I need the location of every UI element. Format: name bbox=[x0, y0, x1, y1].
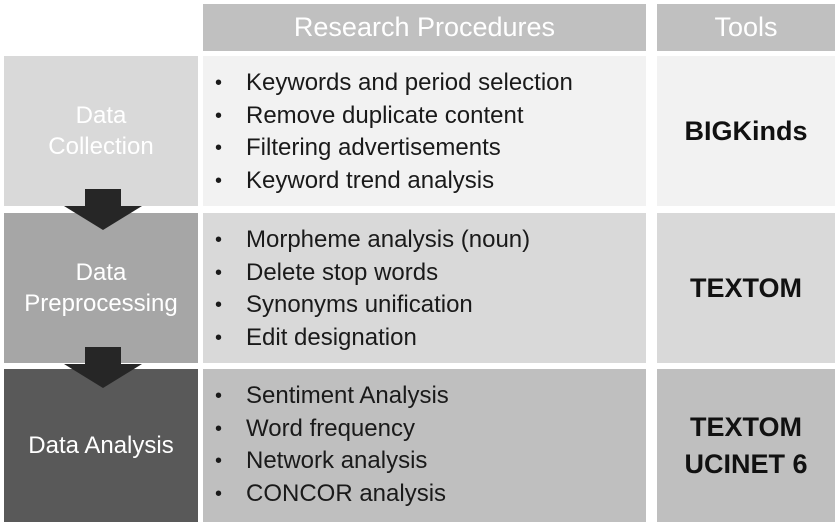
stage-label-line: Preprocessing bbox=[24, 290, 178, 317]
list-item: •Sentiment Analysis bbox=[215, 380, 646, 413]
bullet-icon: • bbox=[215, 417, 223, 440]
tool-label: TEXTOM bbox=[689, 272, 802, 303]
stage-data-collection: Data Collection bbox=[4, 56, 198, 206]
bullet-icon: • bbox=[215, 72, 223, 94]
tool-label: TEXTOM bbox=[689, 411, 802, 442]
procedures-cell-preprocessing: •Morpheme analysis (noun) •Delete stop w… bbox=[203, 213, 646, 363]
bullet-icon: • bbox=[215, 229, 223, 251]
stage-label-line: Collection bbox=[48, 133, 154, 160]
procedures-cell-collection: •Keywords and period selection •Remove d… bbox=[203, 56, 646, 206]
list-item: •Word frequency bbox=[215, 413, 646, 446]
bullet-icon: • bbox=[215, 450, 223, 472]
stage-label-line: Data Analysis bbox=[28, 432, 174, 459]
bullet-icon: • bbox=[215, 294, 223, 316]
tool-cell-collection: BIGKinds bbox=[657, 56, 835, 206]
down-arrow-icon bbox=[64, 347, 142, 391]
bullet-icon: • bbox=[215, 137, 223, 159]
stage-label-line: Data bbox=[75, 102, 127, 129]
list-item: •Edit designation bbox=[215, 322, 646, 355]
list-item: •Delete stop words bbox=[215, 257, 646, 290]
list-item: •CONCOR analysis bbox=[215, 478, 646, 511]
list-item: •Remove duplicate content bbox=[215, 100, 646, 133]
bullet-icon: • bbox=[215, 169, 223, 192]
bullet-icon: • bbox=[215, 385, 223, 407]
header-research-procedures: Research Procedures bbox=[203, 4, 646, 51]
tool-cell-analysis: TEXTOM UCINET 6 bbox=[657, 369, 835, 522]
list-item: •Network analysis bbox=[215, 445, 646, 478]
procedures-cell-analysis: •Sentiment Analysis •Word frequency •Net… bbox=[203, 369, 646, 522]
bullet-icon: • bbox=[215, 482, 223, 505]
list-item: •Filtering advertisements bbox=[215, 132, 646, 165]
stage-data-preprocessing: Data Preprocessing bbox=[4, 213, 198, 363]
list-item: •Keyword trend analysis bbox=[215, 165, 646, 198]
bullet-icon: • bbox=[215, 326, 223, 349]
list-item: •Synonyms unification bbox=[215, 289, 646, 322]
tool-label: BIGKinds bbox=[684, 115, 808, 146]
header-tools: Tools bbox=[657, 4, 835, 51]
tool-cell-preprocessing: TEXTOM bbox=[657, 213, 835, 363]
stage-data-analysis: Data Analysis bbox=[4, 369, 198, 522]
list-item: •Morpheme analysis (noun) bbox=[215, 224, 646, 257]
list-item: •Keywords and period selection bbox=[215, 67, 646, 100]
bullet-icon: • bbox=[215, 104, 223, 127]
tool-label: UCINET 6 bbox=[684, 448, 808, 479]
bullet-icon: • bbox=[215, 261, 223, 284]
down-arrow-icon bbox=[64, 189, 142, 233]
stage-label-line: Data bbox=[75, 259, 127, 286]
